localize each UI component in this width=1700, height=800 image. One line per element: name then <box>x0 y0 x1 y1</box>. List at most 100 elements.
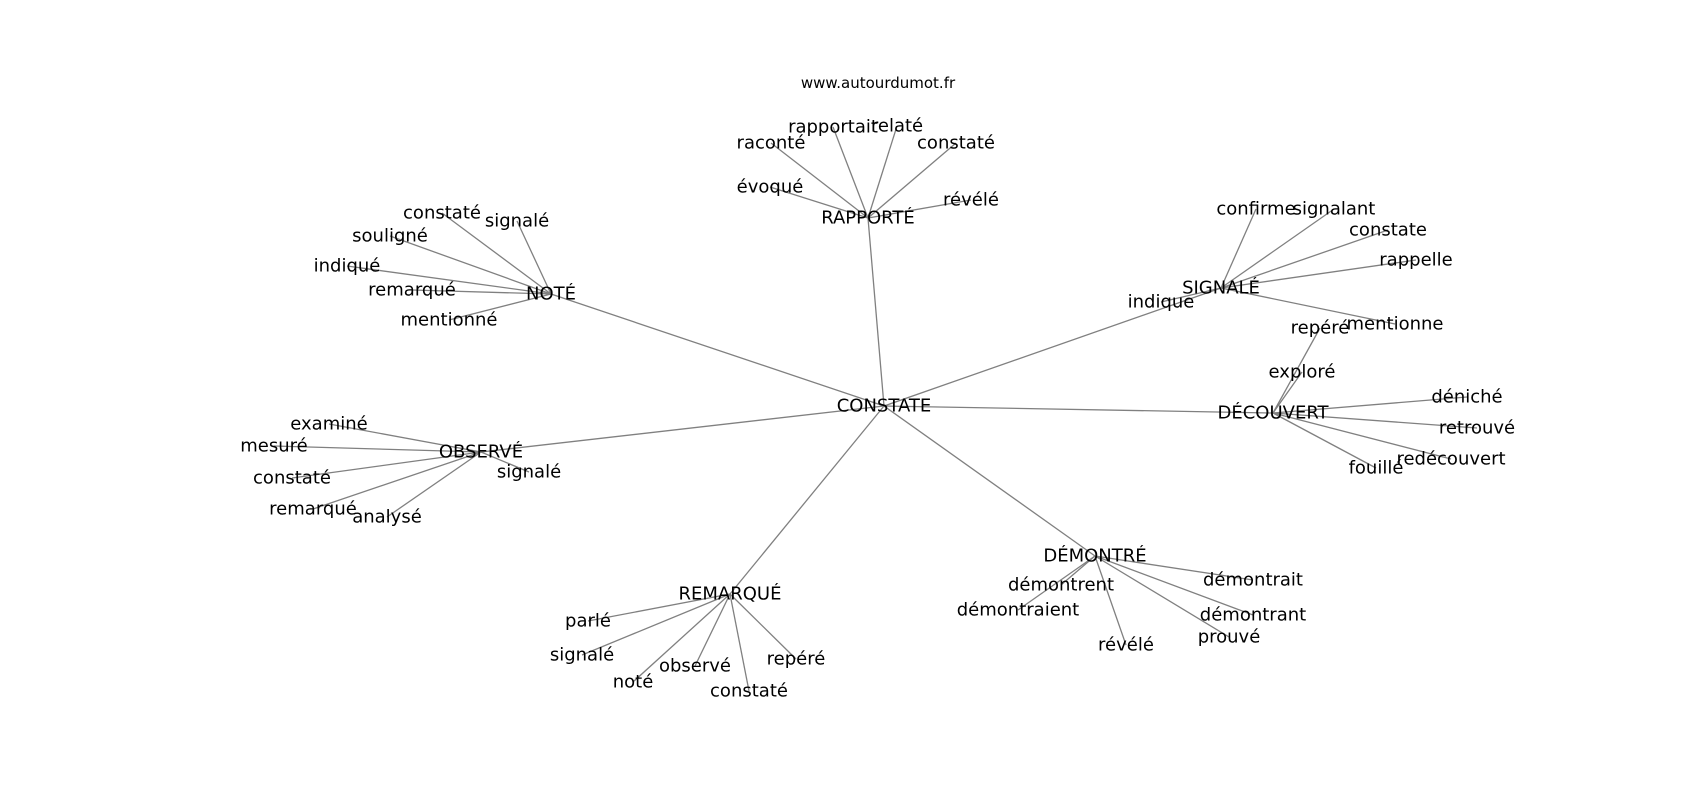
leaf-node[interactable]: redécouvert <box>1396 449 1505 470</box>
edge-hub-to-leaf <box>516 220 552 295</box>
leaf-node[interactable]: constate <box>1349 220 1427 241</box>
edge-hub-to-leaf <box>1272 412 1478 429</box>
edge-hub-to-leaf <box>770 142 869 219</box>
edge-hub-to-leaf <box>1220 208 1335 289</box>
edge-hub-to-leaf <box>832 126 869 219</box>
leaf-node[interactable]: noté <box>613 672 654 693</box>
edge-hub-to-leaf <box>1160 287 1222 303</box>
edge-center-to-hub <box>550 293 885 407</box>
leaf-node[interactable]: fouillé <box>1349 458 1404 479</box>
leaf-node[interactable]: raconté <box>737 133 806 154</box>
edge-hub-to-leaf <box>1094 555 1254 616</box>
edge-hub-to-leaf <box>632 593 731 683</box>
edge-center-to-hub <box>883 405 1274 414</box>
edge-center-to-hub <box>480 405 885 453</box>
edge-hub-to-leaf <box>1220 208 1257 289</box>
edge-hub-to-leaf <box>1272 412 1452 460</box>
leaf-node[interactable]: relaté <box>871 116 923 137</box>
leaf-node[interactable]: démontrant <box>1200 605 1306 626</box>
leaf-node[interactable]: révélé <box>1098 635 1154 656</box>
edge-hub-to-leaf <box>581 593 731 656</box>
leaf-node[interactable]: retrouvé <box>1439 418 1515 439</box>
leaf-node[interactable]: confirme <box>1216 199 1295 220</box>
edge-center-to-hub <box>729 405 885 595</box>
edge-hub-to-leaf <box>1220 229 1389 289</box>
edge-hub-to-leaf <box>411 289 552 295</box>
edge-hub-to-leaf <box>1094 555 1254 581</box>
leaf-node[interactable]: prouvé <box>1198 627 1261 648</box>
edge-hub-to-leaf <box>386 451 482 518</box>
edge-hub-to-leaf <box>694 593 731 667</box>
leaf-node[interactable]: indiqué <box>314 256 381 277</box>
edge-hub-to-leaf <box>480 451 530 473</box>
leaf-node[interactable]: révélé <box>943 190 999 211</box>
leaf-node[interactable]: souligné <box>352 226 428 247</box>
leaf-node[interactable]: remarqué <box>269 499 357 520</box>
leaf-node[interactable]: repéré <box>1291 318 1350 339</box>
edge-hub-to-leaf <box>1272 396 1468 414</box>
edge-hub-to-leaf <box>867 199 972 219</box>
edge-center-to-hub <box>883 287 1222 407</box>
edge-hub-to-leaf <box>273 445 482 453</box>
hub-node[interactable]: RAPPORTÉ <box>821 207 915 229</box>
edge-hub-to-leaf <box>1017 555 1096 611</box>
leaf-node[interactable]: mentionné <box>401 310 498 331</box>
leaf-node[interactable]: examiné <box>290 414 367 435</box>
hub-node[interactable]: DÉMONTRÉ <box>1043 545 1146 567</box>
leaf-node[interactable]: rappelle <box>1379 250 1452 271</box>
hub-node[interactable]: REMARQUÉ <box>679 583 782 605</box>
leaf-node[interactable]: démontraient <box>957 600 1079 621</box>
leaf-node[interactable]: déniché <box>1431 387 1502 408</box>
leaf-node[interactable]: indique <box>1128 292 1195 313</box>
leaf-node[interactable]: signalé <box>485 211 549 232</box>
edge-hub-to-leaf <box>312 451 482 510</box>
leaf-node[interactable]: analysé <box>352 507 422 528</box>
edge-center-to-hub <box>883 405 1096 557</box>
leaf-node[interactable]: démontrent <box>1008 575 1114 596</box>
leaf-node[interactable]: évoqué <box>737 177 804 198</box>
edge-hub-to-leaf <box>769 186 869 219</box>
edge-hub-to-leaf <box>346 265 552 295</box>
leaf-node[interactable]: remarqué <box>368 280 456 301</box>
edge-hub-to-leaf <box>729 593 750 692</box>
leaf-node[interactable]: signalé <box>550 645 614 666</box>
leaf-node[interactable]: parlé <box>565 611 611 632</box>
hub-node[interactable]: NOTÉ <box>526 283 576 305</box>
hub-node[interactable]: OBSERVÉ <box>439 441 523 463</box>
edge-hub-to-leaf <box>867 125 898 219</box>
leaf-node[interactable]: constaté <box>253 468 331 489</box>
edge-hub-to-leaf <box>328 423 482 453</box>
leaf-node[interactable]: constaté <box>710 681 788 702</box>
edge-hub-to-leaf <box>1220 287 1396 325</box>
leaf-node[interactable]: observé <box>659 656 731 677</box>
leaf-node[interactable]: mesuré <box>240 436 307 457</box>
edge-hub-to-leaf <box>1060 555 1096 586</box>
leaf-node[interactable]: démontrait <box>1203 570 1303 591</box>
edge-hub-to-leaf <box>867 142 957 219</box>
edge-hub-to-leaf <box>448 293 552 321</box>
edge-hub-to-leaf <box>1094 555 1230 638</box>
center-node[interactable]: CONSTATE <box>837 396 932 417</box>
hub-node[interactable]: SIGNALÉ <box>1182 277 1260 299</box>
edge-hub-to-leaf <box>389 235 552 295</box>
leaf-node[interactable]: constaté <box>917 133 995 154</box>
source-url: www.autourdumot.fr <box>801 74 956 92</box>
edge-hub-to-leaf <box>291 451 482 479</box>
leaf-node[interactable]: exploré <box>1269 362 1336 383</box>
leaf-node[interactable]: signalé <box>497 462 561 483</box>
hub-node[interactable]: DÉCOUVERT <box>1217 402 1329 424</box>
leaf-node[interactable]: repéré <box>767 649 826 670</box>
leaf-node[interactable]: mentionne <box>1347 314 1444 335</box>
graph-edges <box>273 125 1478 692</box>
leaf-node[interactable]: rapportait <box>788 117 878 138</box>
edge-hub-to-leaf <box>441 212 552 295</box>
edge-hub-to-leaf <box>1272 412 1377 469</box>
leaf-node[interactable]: signalant <box>1293 199 1376 220</box>
leaf-node[interactable]: constaté <box>403 203 481 224</box>
edge-hub-to-leaf <box>729 593 797 660</box>
edge-hub-to-leaf <box>1272 371 1303 414</box>
edge-hub-to-leaf <box>1094 555 1127 646</box>
edge-hub-to-leaf <box>1220 259 1417 289</box>
edge-center-to-hub <box>867 217 885 407</box>
